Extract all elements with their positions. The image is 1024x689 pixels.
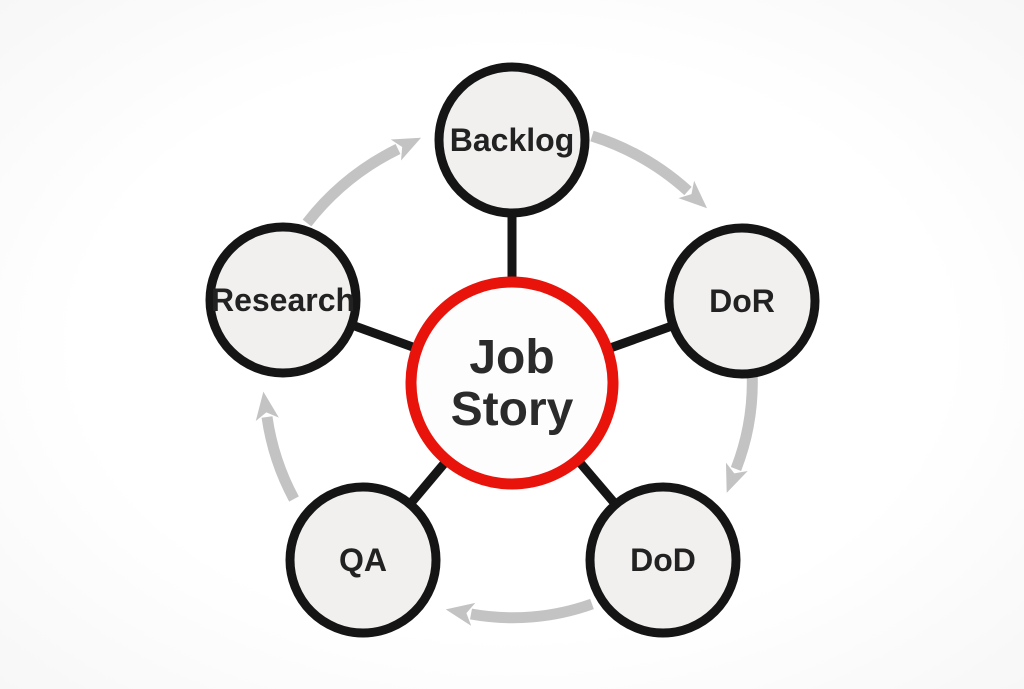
- node-research: Research: [205, 222, 361, 378]
- node-dor-label: DoR: [709, 283, 775, 319]
- flow-arrows: [255, 130, 758, 626]
- node-job-story: Job Story: [405, 276, 619, 490]
- node-dor: DoR: [664, 223, 820, 379]
- node-qa-label: QA: [339, 542, 387, 578]
- job-story-label-line2: Story: [451, 383, 574, 436]
- arrow-research-to-backlog-icon: [302, 137, 422, 227]
- node-backlog-circle: [434, 62, 590, 218]
- arrow-qa-to-research-icon: [255, 391, 299, 502]
- job-story-circle: [405, 276, 619, 490]
- node-backlog: Backlog: [434, 62, 590, 218]
- arrow-dor-to-dod-icon: [725, 369, 758, 493]
- node-qa: QA: [285, 482, 441, 638]
- node-research-circle: [205, 222, 361, 378]
- arrow-dod-to-qa-icon: [445, 598, 594, 626]
- node-backlog-label: Backlog: [450, 122, 574, 158]
- arrow-backlog-to-dor-icon: [590, 130, 708, 209]
- node-dor-circle: [664, 223, 820, 379]
- node-qa-circle: [285, 482, 441, 638]
- node-dod: DoD: [585, 482, 741, 638]
- node-dod-label: DoD: [630, 542, 696, 578]
- job-story-label-line1: Job: [469, 331, 554, 384]
- node-dod-circle: [585, 482, 741, 638]
- node-research-label: Research: [211, 282, 355, 318]
